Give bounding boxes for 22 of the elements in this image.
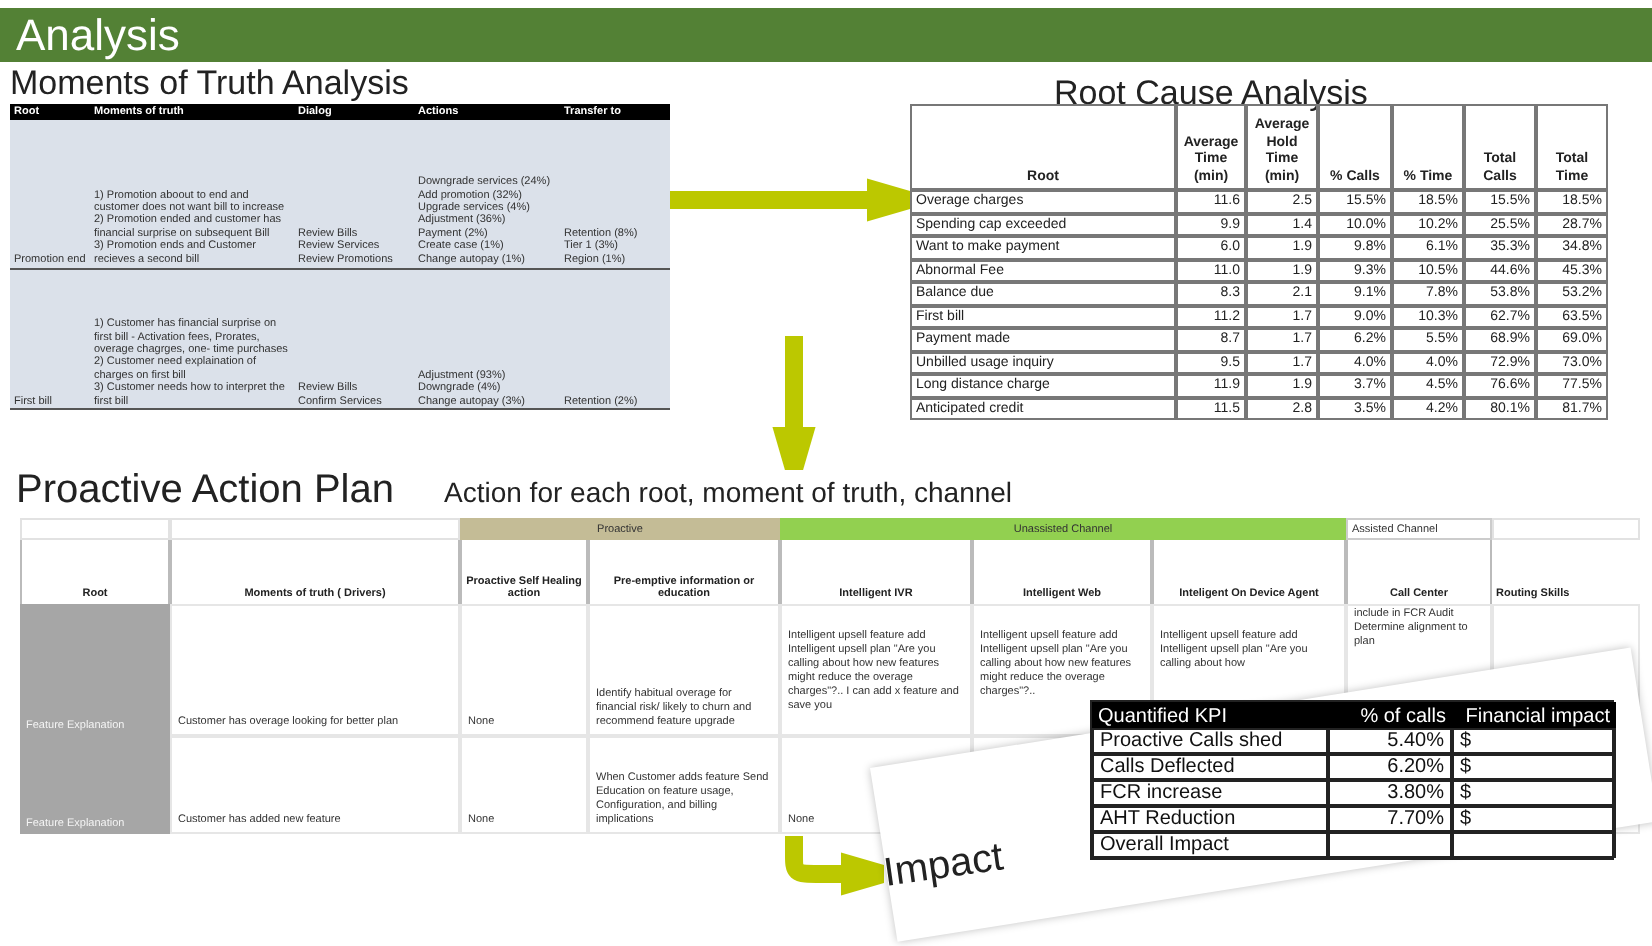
data-value: 5.40% (1328, 728, 1452, 754)
data-value: 7.70% (1328, 806, 1452, 832)
row-label: FCR increase (1092, 780, 1328, 806)
column-header: Financial impact (1452, 702, 1616, 728)
section-heading: Moments of Truth Analysis (10, 64, 409, 104)
row-label: Calls Deflected (1092, 754, 1328, 780)
data-value: $ (1452, 754, 1616, 780)
data-value: $ (1452, 728, 1616, 754)
data-value: $ (1452, 780, 1616, 806)
title-banner: Analysis (0, 8, 1652, 62)
column-header: % of calls (1328, 702, 1452, 728)
data-value: 6.20% (1328, 754, 1452, 780)
kpi-table (1090, 700, 1614, 860)
section-heading: Proactive Action Plan (16, 468, 394, 514)
row-label: AHT Reduction (1092, 806, 1328, 832)
impact-label: Impact (880, 831, 1011, 900)
column-header: Quantified KPI (1092, 702, 1328, 728)
section-subtitle: Action for each root, moment of truth, channel (444, 476, 1013, 509)
row-label: Overall Impact (1092, 832, 1328, 858)
data-value: $ (1452, 806, 1616, 832)
row-label: Proactive Calls shed (1092, 728, 1328, 754)
data-value: 3.80% (1328, 780, 1452, 806)
